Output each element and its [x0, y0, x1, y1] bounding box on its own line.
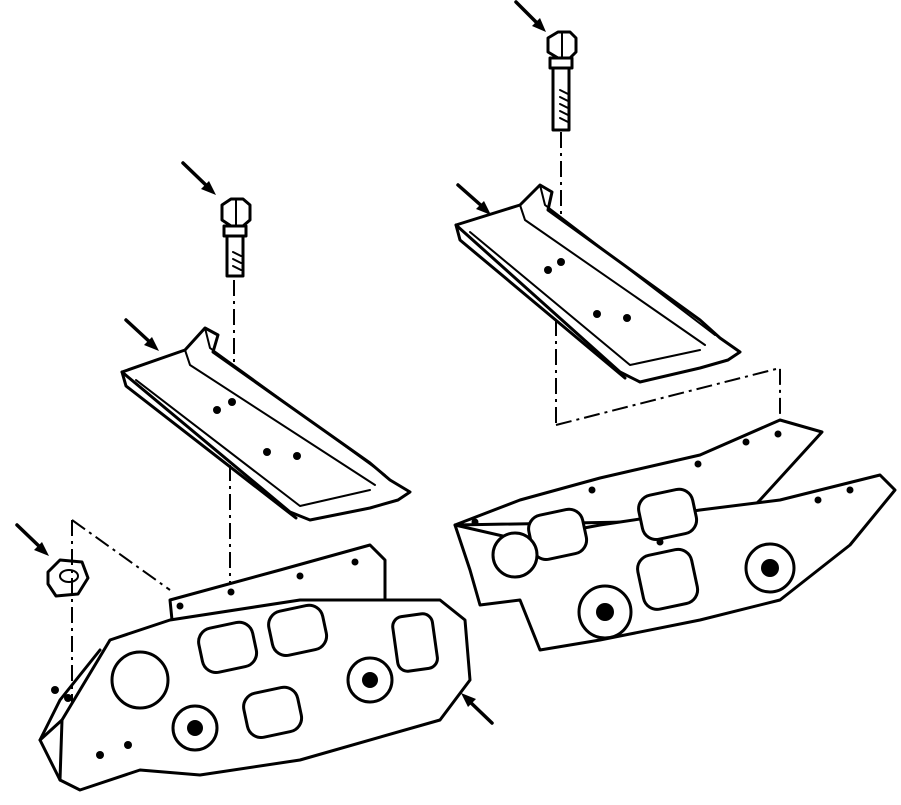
track-link-chain-right — [453, 418, 897, 652]
track-shoe-right — [454, 183, 781, 432]
bolt-right — [546, 30, 578, 260]
callout-shoe-left — [124, 318, 159, 351]
bolt-left — [220, 197, 252, 400]
track-link-chain-left — [38, 543, 472, 792]
callout-shoe-right — [456, 183, 491, 215]
callout-nut — [15, 523, 49, 556]
callout-link-assembly — [461, 693, 494, 725]
callout-bolt-right — [514, 0, 546, 32]
callout-bolt-left — [181, 161, 216, 195]
track-shoe-left — [120, 326, 412, 590]
